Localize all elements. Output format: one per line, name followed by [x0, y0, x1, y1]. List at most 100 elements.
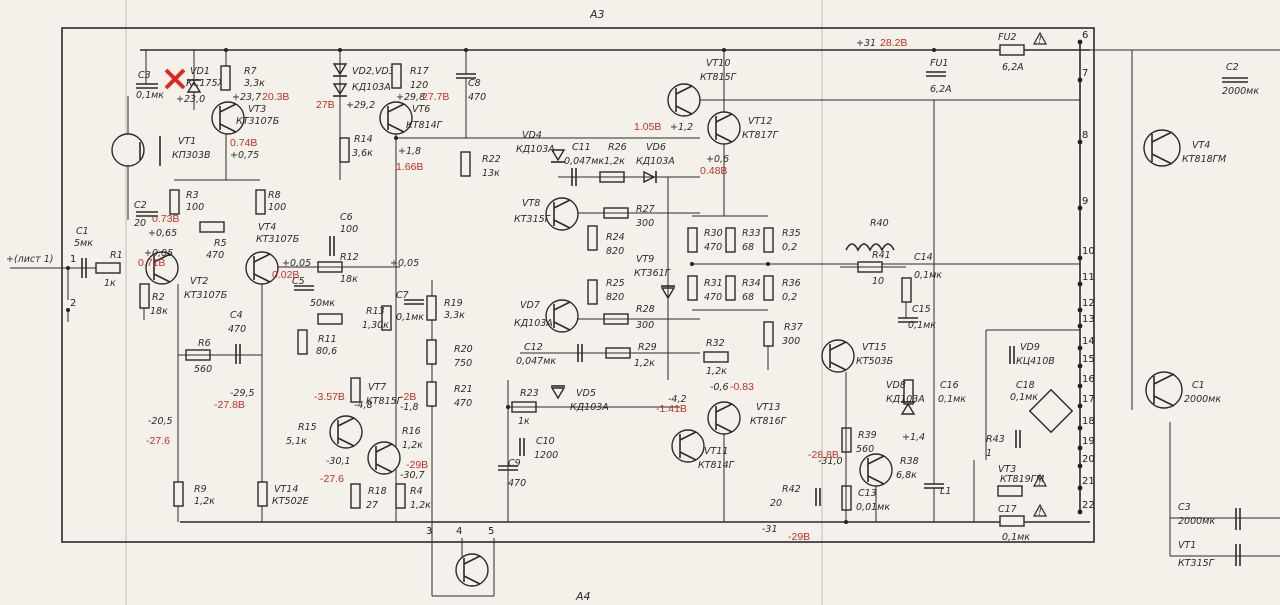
c17-value: КЦ410В	[1016, 356, 1055, 367]
measured-voltage: 0.74В	[230, 137, 257, 149]
c6-value: 100	[340, 224, 358, 235]
v-print: -4,2	[668, 394, 687, 405]
r16-ref: R18	[368, 486, 387, 497]
connector-pin-dot	[1077, 323, 1083, 329]
r4-ref: R9	[194, 484, 207, 495]
connector-pin-17: 17	[1082, 394, 1095, 405]
connector-pin-11: 11	[1082, 272, 1095, 283]
c13-value: 20	[770, 498, 782, 509]
block-a3-frame	[61, 27, 1095, 543]
vt11-ref: VT11	[704, 446, 728, 457]
vt5-ref: R15	[298, 422, 317, 433]
r38-value: 560	[856, 444, 874, 455]
r14-value: 3,6к	[352, 148, 373, 159]
r11-value: 80,6	[316, 346, 337, 357]
connector-pin-dot	[1077, 403, 1083, 409]
c13-ref: R42	[782, 484, 801, 495]
v-print: -4,8	[354, 400, 373, 411]
r12-value: 18к	[340, 274, 358, 285]
v-print: +1,8	[398, 146, 421, 157]
v-print: +0,05	[390, 258, 419, 269]
measured-voltage: 0.02В	[272, 269, 299, 281]
vd6-ref: VD6	[646, 142, 666, 153]
vt1-value: КП303В	[172, 150, 211, 161]
c1-value: 5мк	[74, 238, 93, 249]
c6-ref: C6	[340, 212, 353, 223]
r43-ref: VT3	[998, 464, 1016, 475]
v-print: +1,2	[670, 122, 693, 133]
vd8-value: 0,1мк	[938, 394, 966, 405]
v-print: +1,4	[902, 432, 925, 443]
measured-voltage: 1.66В	[396, 161, 423, 173]
r8-ref: R8	[268, 190, 281, 201]
vd9-value: 0,1мк	[1010, 392, 1038, 403]
connector-pin-dot	[1077, 255, 1083, 261]
r13-value: 1,30к	[362, 320, 389, 331]
c8-value: 470	[468, 92, 486, 103]
measured-voltage: -27.6	[320, 473, 344, 485]
r41-ref: C14	[914, 252, 933, 263]
c17-ref: VD9	[1020, 342, 1040, 353]
v-print: +0,6	[706, 154, 729, 165]
r21-value: 470	[454, 398, 472, 409]
r43-value: КТ819ГМ	[1000, 474, 1044, 485]
connector-pin-18: 18	[1082, 416, 1095, 427]
vt8-ref: VT8	[522, 198, 540, 209]
r5-ref: R5	[214, 238, 227, 249]
bottom-pin-4: 4	[456, 526, 462, 537]
vt12-value: КТ817Г	[742, 130, 779, 141]
r2-ref: R2	[152, 292, 165, 303]
r42-ref: VD8	[886, 380, 906, 391]
r39-ref: C13	[858, 488, 877, 499]
v-print: +23,0	[176, 94, 205, 105]
connector-pin-10: 10	[1082, 246, 1095, 257]
c18-ref: R43	[986, 434, 1005, 445]
r28-value: 300	[636, 320, 654, 331]
block-a4-label: A4	[575, 590, 591, 603]
r23-ref: R23	[520, 388, 539, 399]
r21-ref: R21	[454, 384, 473, 395]
measured-voltage: 1.05В	[634, 121, 661, 133]
r35-ref: R35	[782, 228, 801, 239]
r25-ref: R25	[606, 278, 625, 289]
r8-value: 100	[268, 202, 286, 213]
measured-voltage: -29В	[406, 459, 428, 471]
c3-ref: C3	[138, 70, 151, 81]
c9-ref: C9	[508, 458, 521, 469]
input-pin-1: 1	[70, 254, 76, 265]
r34-value: 68	[742, 292, 754, 303]
c15-ref: FU1	[930, 58, 948, 69]
measured-voltage: -28.8В	[808, 449, 839, 461]
measured-voltage: 0.73В	[152, 213, 179, 225]
r37-ref: R37	[784, 322, 803, 333]
vd4-ref: VD4	[522, 130, 542, 141]
measured-voltage: -0.83	[730, 381, 754, 393]
vt2-value: КТ3107Б	[184, 290, 228, 301]
vt5-value: 5,1к	[286, 436, 307, 447]
r19-ref: R19	[444, 298, 463, 309]
vd6-value: КД103А	[636, 156, 675, 167]
vd2-vd3-value: КД103А	[352, 82, 391, 93]
r16-value: 27	[366, 500, 378, 511]
measured-voltage: -3.57В	[314, 391, 345, 403]
vd1-ref: VD1	[190, 66, 210, 77]
r18-value: 1,2к	[410, 500, 431, 511]
v-print: +0,75	[230, 150, 259, 161]
connector-pin-14: 14	[1082, 336, 1095, 347]
c11-value: 0,047мк	[564, 156, 604, 167]
r13-ref: R13	[366, 306, 385, 317]
r37-value: 300	[782, 336, 800, 347]
r9-ref: VT14	[274, 484, 298, 495]
c8-ref: C8	[468, 78, 481, 89]
vt4-out-value: 2000мк	[1184, 394, 1221, 405]
connector-pin-dot	[1077, 139, 1083, 145]
v-print: -0,6	[710, 382, 729, 393]
v-print: -31,0	[818, 456, 843, 467]
measured-voltage: -2В	[400, 391, 416, 403]
svg-text:!: !	[1038, 477, 1042, 488]
c2-value: 20	[134, 218, 146, 229]
r15-ref: VT7	[368, 382, 386, 393]
vd5-ref: VD5	[576, 388, 596, 399]
c7-ref: C7	[396, 290, 409, 301]
